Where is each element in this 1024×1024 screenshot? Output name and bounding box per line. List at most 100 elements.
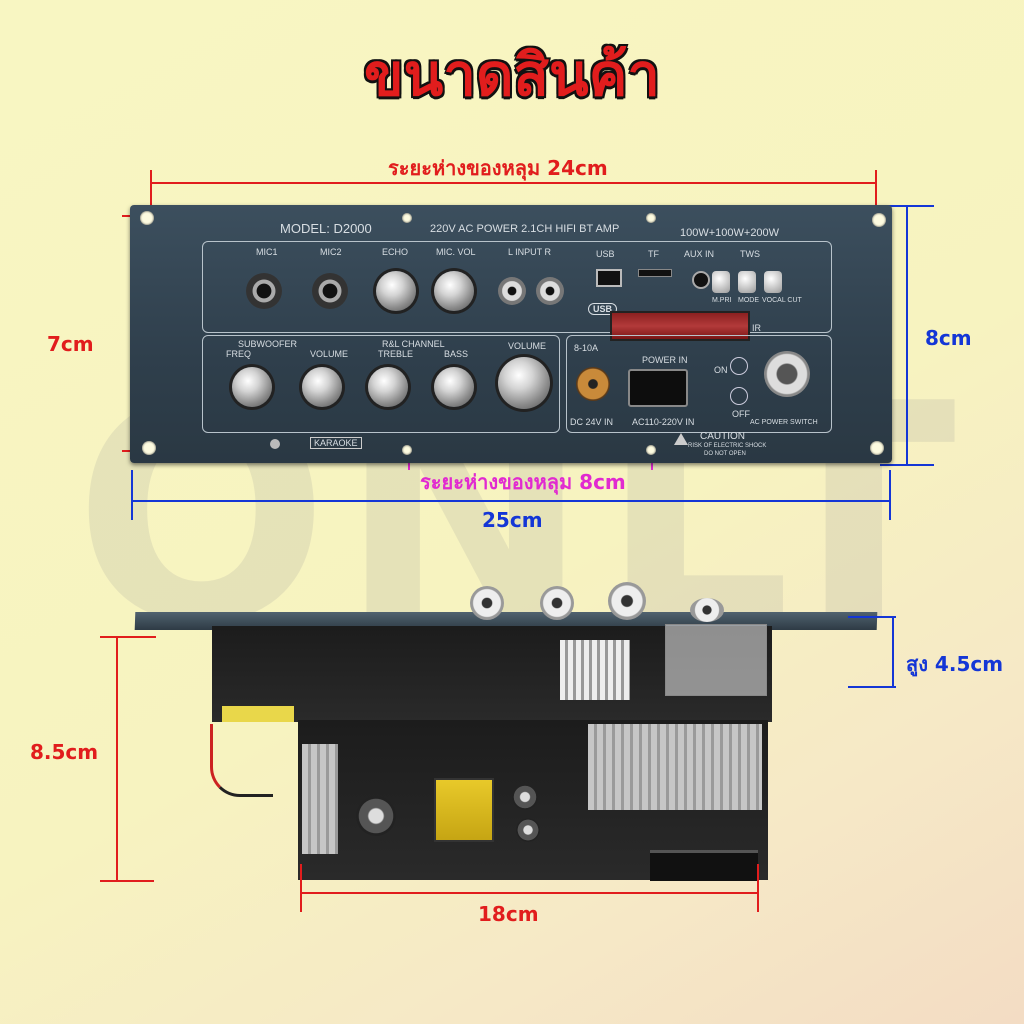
mount-hole bbox=[646, 445, 656, 455]
freq-label: FREQ bbox=[226, 349, 252, 359]
side-left-height-tick-top bbox=[100, 636, 156, 638]
caution-label: CAUTION bbox=[700, 431, 745, 442]
amp-rating-label: 8-10A bbox=[574, 343, 599, 353]
capacitor bbox=[356, 796, 396, 836]
side-height-line bbox=[892, 616, 894, 688]
heatsink-main bbox=[588, 724, 762, 810]
width-total-tick-right bbox=[889, 470, 891, 520]
tws-label: TWS bbox=[740, 249, 760, 259]
aux-in-label: AUX IN bbox=[684, 249, 715, 259]
hole-spacing-top-label: ระยะห่างของหลุม 24cm bbox=[388, 156, 608, 180]
height-right-tick-top bbox=[880, 205, 934, 207]
power-on-icon bbox=[730, 357, 748, 375]
subwoofer-volume-knob[interactable] bbox=[302, 367, 342, 407]
power-wires bbox=[210, 724, 273, 797]
mode-label: MODE bbox=[738, 297, 759, 304]
master-volume-label: VOLUME bbox=[508, 341, 547, 351]
rl-channel-label: R&L CHANNEL bbox=[382, 339, 445, 349]
side-height-tick-top bbox=[848, 616, 896, 618]
mic-vol-label: MIC. VOL bbox=[436, 247, 476, 257]
mount-hole bbox=[142, 441, 156, 455]
mic1-jack[interactable] bbox=[246, 273, 282, 309]
mic-icon bbox=[270, 439, 280, 449]
height-right-label: 8cm bbox=[925, 326, 972, 350]
input-l-rca[interactable] bbox=[498, 277, 526, 305]
capacitor bbox=[512, 784, 538, 810]
power-switch-button[interactable] bbox=[764, 351, 810, 397]
mount-hole bbox=[402, 445, 412, 455]
subwoofer-volume-label: VOLUME bbox=[310, 349, 349, 359]
display-screen bbox=[610, 311, 750, 341]
warning-icon bbox=[674, 433, 688, 445]
subwoofer-label: SUBWOOFER bbox=[238, 339, 298, 349]
side-knob bbox=[690, 598, 724, 622]
karaoke-label: KARAOKE bbox=[310, 437, 362, 449]
hole-spacing-bottom-label: ระยะห่างของหลุม 8cm bbox=[420, 470, 626, 494]
next-button[interactable] bbox=[764, 271, 782, 293]
width-total-line bbox=[132, 500, 890, 502]
vocal-cut-label: VOCAL CUT bbox=[762, 297, 802, 304]
upper-controls-box bbox=[202, 241, 832, 333]
capacitor bbox=[516, 818, 540, 842]
treble-knob[interactable] bbox=[368, 367, 408, 407]
power-info-label: 220V AC POWER 2.1CH HIFI BT AMP bbox=[430, 223, 620, 235]
side-left-height-label: 8.5cm bbox=[30, 740, 99, 764]
jack-housing bbox=[665, 624, 767, 696]
tf-slot[interactable] bbox=[638, 269, 672, 277]
usb-port[interactable] bbox=[596, 269, 622, 287]
side-width-line bbox=[300, 892, 758, 894]
mount-hole bbox=[872, 213, 886, 227]
bass-knob[interactable] bbox=[434, 367, 474, 407]
mic1-label: MIC1 bbox=[256, 247, 278, 257]
side-rca bbox=[470, 586, 504, 620]
terminal-block bbox=[650, 850, 758, 881]
usb-port-label: USB bbox=[596, 249, 615, 259]
ir-label: IR bbox=[752, 323, 761, 333]
watts-label: 100W+100W+200W bbox=[680, 227, 780, 239]
dc-in-jack[interactable] bbox=[576, 367, 610, 401]
treble-label: TREBLE bbox=[378, 349, 414, 359]
on-label: ON bbox=[714, 365, 728, 375]
hole-spacing-top-tick-right bbox=[875, 170, 877, 222]
ribbon-cable bbox=[560, 640, 630, 700]
input-label: L INPUT R bbox=[508, 247, 552, 257]
mount-hole bbox=[870, 441, 884, 455]
mic2-jack[interactable] bbox=[312, 273, 348, 309]
mount-hole bbox=[646, 213, 656, 223]
power-box bbox=[566, 335, 832, 433]
echo-knob[interactable] bbox=[376, 271, 416, 311]
echo-label: ECHO bbox=[382, 247, 409, 257]
mount-hole bbox=[402, 213, 412, 223]
mic-vol-knob[interactable] bbox=[434, 271, 474, 311]
caution-line-1: RISK OF ELECTRIC SHOCK bbox=[688, 443, 767, 449]
ac-power-socket[interactable] bbox=[628, 369, 688, 407]
power-off-icon bbox=[730, 387, 748, 405]
aux-in-jack[interactable] bbox=[692, 271, 710, 289]
height-left-label: 7cm bbox=[47, 332, 94, 356]
bass-label: BASS bbox=[444, 349, 469, 359]
off-label: OFF bbox=[732, 409, 750, 419]
mount-hole bbox=[140, 211, 154, 225]
input-r-rca[interactable] bbox=[536, 277, 564, 305]
power-in-label: POWER IN bbox=[642, 355, 688, 365]
hole-spacing-top-line bbox=[150, 182, 876, 184]
freq-knob[interactable] bbox=[232, 367, 272, 407]
heatsink-left bbox=[302, 744, 338, 854]
master-volume-knob[interactable] bbox=[498, 357, 550, 409]
prev-button[interactable] bbox=[712, 271, 730, 293]
side-left-height-line bbox=[116, 636, 118, 882]
width-total-label: 25cm bbox=[482, 508, 543, 532]
ac-switch-label: AC POWER SWITCH bbox=[750, 419, 818, 426]
height-right-tick-bottom bbox=[880, 464, 934, 466]
transformer bbox=[434, 778, 494, 842]
amplifier-front-panel: MODEL: D2000 220V AC POWER 2.1CH HIFI BT… bbox=[130, 205, 892, 463]
dc-in-label: DC 24V IN bbox=[570, 417, 614, 427]
page-title: ขนาดสินค้า bbox=[364, 41, 660, 109]
m-pri-label: M.PRI bbox=[712, 297, 732, 304]
tf-label: TF bbox=[648, 249, 659, 259]
ac-in-label: AC110-220V IN bbox=[632, 417, 695, 427]
hole-spacing-top-tick-left bbox=[150, 170, 152, 222]
usb-logo: USB bbox=[588, 303, 618, 315]
side-knob bbox=[608, 582, 646, 620]
play-pause-button[interactable] bbox=[738, 271, 756, 293]
